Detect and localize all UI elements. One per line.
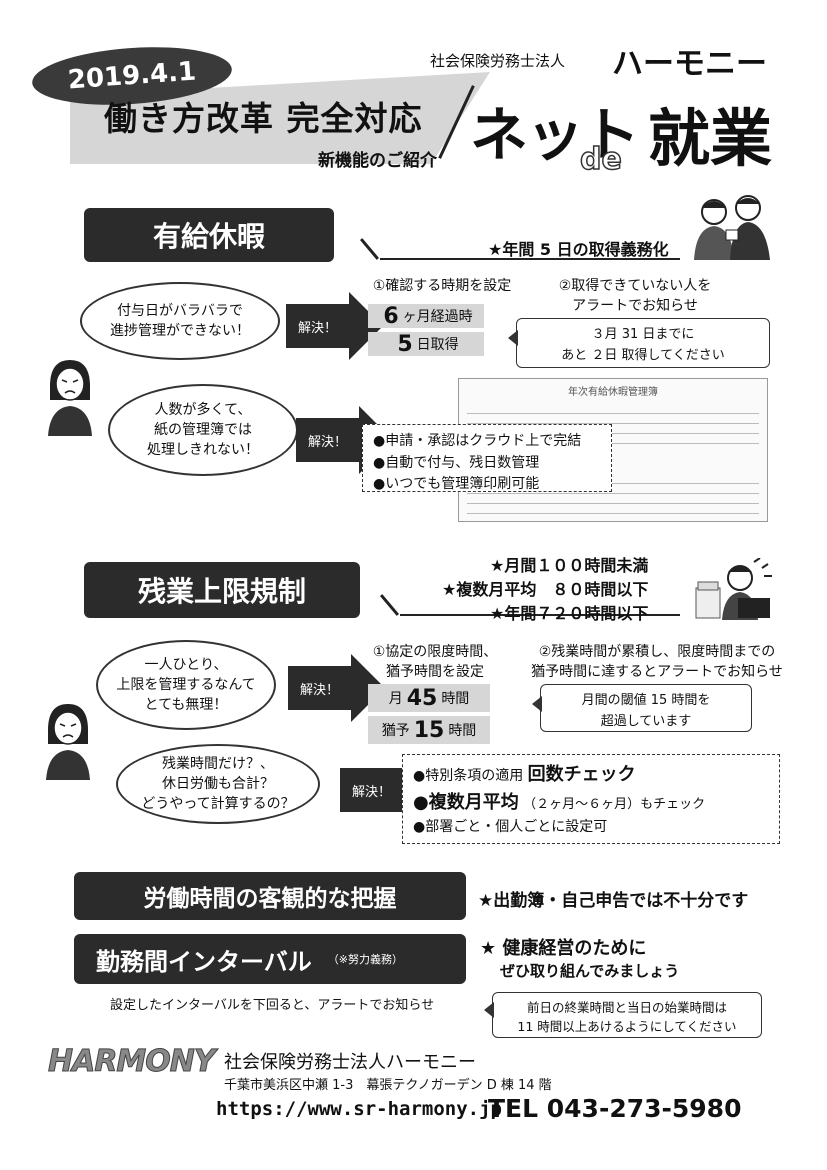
solve-label: 解決！ xyxy=(340,768,404,812)
paid-leave-star-note: ★年間 5 日の取得義務化 xyxy=(488,240,669,259)
alert-pointer xyxy=(484,1002,494,1018)
interval-title-tab: 勤務間インターバル （※努力義務） xyxy=(74,934,466,984)
paid-leave-step-2: ②取得できていない人を アラートでお知らせ xyxy=(558,278,712,315)
interval-title: 勤務間インターバル xyxy=(96,947,312,976)
businessmen-illustration xyxy=(694,195,770,260)
objective-note: ★出勤簿・自己申告では不十分です xyxy=(478,891,749,911)
overtime-star-3: ★年間７２０時間以下 xyxy=(490,604,649,623)
monthly-limit-value: 45 xyxy=(406,685,438,711)
feature-multi-month: ●複数月平均 （２ヶ月〜６ヶ月）もチェック xyxy=(413,791,706,813)
header-title: 働き方改革 完全対応 xyxy=(104,99,423,138)
ledger-title: 年次有給休暇管理簿 xyxy=(568,387,658,398)
overworked-man-illustration xyxy=(695,558,772,620)
solve-label: 解決！ xyxy=(296,418,360,462)
header-corp-name: ハーモニー xyxy=(612,46,767,82)
solve-label: 解決！ xyxy=(288,666,352,710)
overtime-title: 残業上限規制 xyxy=(84,562,360,618)
footer-tel[interactable]: TEL 043-273-5980 xyxy=(488,1094,742,1123)
paid-leave-underline-tick xyxy=(359,238,380,260)
feature-auto-grant: ●自動で付与、残日数管理 xyxy=(373,454,540,471)
days-value: 5 xyxy=(397,331,413,357)
interval-note-1: ★ 健康経営のために xyxy=(480,938,647,959)
monthly-limit-bar: 月 45 時間 xyxy=(368,684,490,712)
overtime-problem-bubble-1: 一人ひとり、 上限を管理するなんて とても無理！ xyxy=(96,640,276,730)
brand-de: de xyxy=(579,141,622,178)
worried-woman-illustration xyxy=(46,704,90,780)
paid-leave-underline xyxy=(380,258,680,260)
overtime-star-2: ★複数月平均 ８０時間以下 xyxy=(442,580,649,599)
grace-prefix: 猶予 xyxy=(381,723,410,739)
months-text: ヶ月経過時 xyxy=(402,309,473,325)
months-value: 6 xyxy=(383,303,399,329)
paid-leave-features: ●申請・承認はクラウド上で完結 ●自動で付与、残日数管理 ●いつでも管理簿印刷可… xyxy=(362,424,612,492)
overtime-step-1: ①協定の限度時間、 猶予時間を設定 xyxy=(372,644,498,681)
feature-print: ●いつでも管理簿印刷可能 xyxy=(373,476,540,493)
harmony-logo: HARMONY xyxy=(48,1044,217,1080)
footer-address: 千葉市美浜区中瀬 1-3 幕張テクノガーデン D 棟 14 階 xyxy=(224,1078,552,1093)
overtime-star-1: ★月間１００時間未満 xyxy=(490,556,649,575)
grace-unit: 時間 xyxy=(448,723,477,739)
brand-net: ネット xyxy=(470,101,640,169)
interval-alert: 前日の終業時間と当日の始業時間は 11 時間以上あけるようにしてください xyxy=(492,992,762,1038)
paid-leave-problem-bubble-2: 人数が多くて、 紙の管理簿では 処理しきれない！ xyxy=(108,384,298,476)
overtime-problem-bubble-2: 残業時間だけ？、 休日労働も合計？ どうやって計算するの？ xyxy=(116,744,320,824)
interval-title-note: （※努力義務） xyxy=(327,953,403,966)
feature-special-clause: ●特別条項の適用 回数チェック xyxy=(413,764,636,785)
paid-leave-solve-arrow-1: 解決！ xyxy=(286,292,384,360)
feature-per-dept: ●部署ごと・個人ごとに設定可 xyxy=(413,818,608,835)
paid-leave-problem-bubble-1: 付与日がバラバラで 進捗管理ができない！ xyxy=(80,282,280,360)
overtime-alert: 月間の閾値 15 時間を 超過しています xyxy=(540,684,752,732)
monthly-limit-unit: 時間 xyxy=(441,691,470,707)
months-bar: 6 ヶ月経過時 xyxy=(368,303,484,329)
paid-leave-title: 有給休暇 xyxy=(84,208,334,262)
paid-leave-step-1: ①確認する時期を設定 xyxy=(372,278,512,294)
interval-note-2: ぜひ取り組んでみましょう xyxy=(500,962,680,980)
days-bar: 5 日取得 xyxy=(368,331,484,357)
grace-value: 15 xyxy=(413,717,445,743)
brand-shugyo: 就業 xyxy=(648,102,773,175)
header-corp-prefix: 社会保険労務士法人 xyxy=(430,52,566,70)
feature-cloud: ●申請・承認はクラウド上で完結 xyxy=(373,433,582,449)
overtime-features: ●特別条項の適用 回数チェック ●複数月平均 （２ヶ月〜６ヶ月）もチェック ●部… xyxy=(402,754,780,844)
footer-corp: 社会保険労務士法人ハーモニー xyxy=(224,1052,476,1073)
header-subtitle: 新機能のご紹介 xyxy=(318,151,437,171)
alert-pointer xyxy=(508,330,518,346)
days-text: 日取得 xyxy=(416,337,459,353)
objective-title: 労働時間の客観的な把握 xyxy=(74,872,466,920)
overtime-step-2: ②残業時間が累積し、限度時間までの 猶予時間に達するとアラートでお知らせ xyxy=(531,644,783,681)
feature-count-check: 回数チェック xyxy=(527,764,636,785)
paid-leave-alert: ３月 31 日までに あと ２日 取得してください xyxy=(516,318,770,368)
alert-pointer xyxy=(532,696,542,712)
overtime-underline xyxy=(400,614,680,616)
monthly-limit-prefix: 月 xyxy=(388,691,403,707)
grace-bar: 猶予 15 時間 xyxy=(368,716,490,744)
worried-woman-illustration xyxy=(48,360,92,436)
overtime-underline-tick xyxy=(379,594,400,616)
footer-url[interactable]: https://www.sr-harmony.jp xyxy=(216,1098,502,1120)
interval-description: 設定したインターバルを下回ると、アラートでお知らせ xyxy=(110,998,435,1013)
solve-label: 解決！ xyxy=(286,304,350,348)
